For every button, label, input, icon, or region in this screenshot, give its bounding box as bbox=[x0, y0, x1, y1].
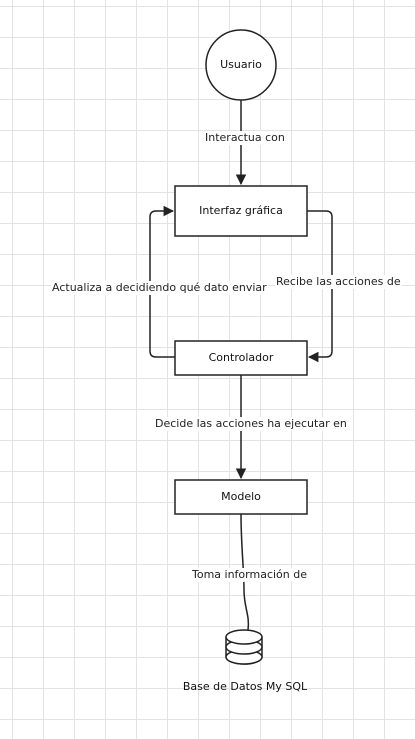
edge-modelo-database[interactable] bbox=[240, 513, 250, 631]
interfaz-node-shape[interactable] bbox=[174, 185, 308, 237]
controlador-node-shape[interactable] bbox=[174, 340, 308, 376]
edge-label-actualiza: Actualiza a decidiendo qué dato enviar bbox=[51, 281, 268, 295]
usuario-node-label: Usuario bbox=[220, 58, 262, 71]
edge-label-decide: Decide las acciones ha ejecutar en bbox=[154, 417, 348, 431]
database-node-label: Base de Datos My SQL bbox=[182, 680, 308, 693]
database-cylinder-icon[interactable] bbox=[225, 629, 263, 665]
edge-label-recibe: Recibe las acciones de bbox=[275, 275, 402, 289]
modelo-node-label: Modelo bbox=[221, 490, 261, 503]
modelo-node-shape[interactable] bbox=[174, 479, 308, 515]
edge-label-toma: Toma información de bbox=[191, 568, 309, 582]
controlador-node-label: Controlador bbox=[208, 351, 274, 364]
interfaz-node-label: Interfaz gráfica bbox=[199, 204, 283, 217]
edge-label-interactua: Interactua con bbox=[204, 131, 286, 145]
